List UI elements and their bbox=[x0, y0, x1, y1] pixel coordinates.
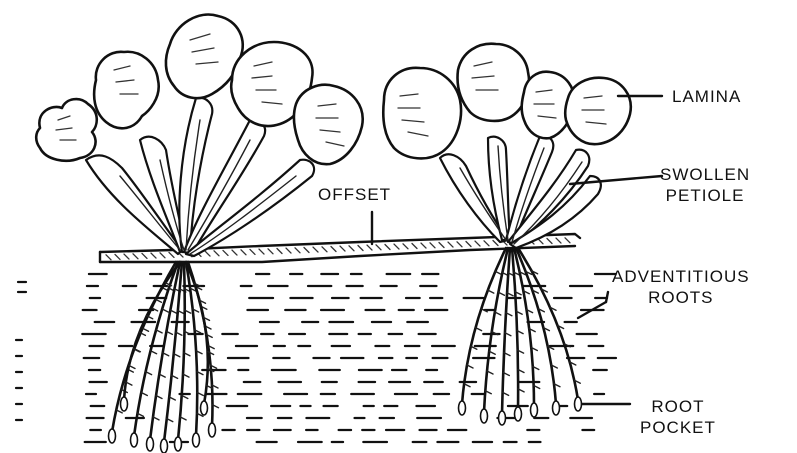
offset-label: OFFSET bbox=[318, 184, 391, 205]
left-margin-marks bbox=[16, 282, 26, 420]
right-plant bbox=[383, 44, 630, 248]
lamina-label: LAMINA bbox=[672, 86, 741, 107]
left-plant bbox=[36, 15, 362, 256]
adventitious-roots bbox=[109, 248, 582, 453]
